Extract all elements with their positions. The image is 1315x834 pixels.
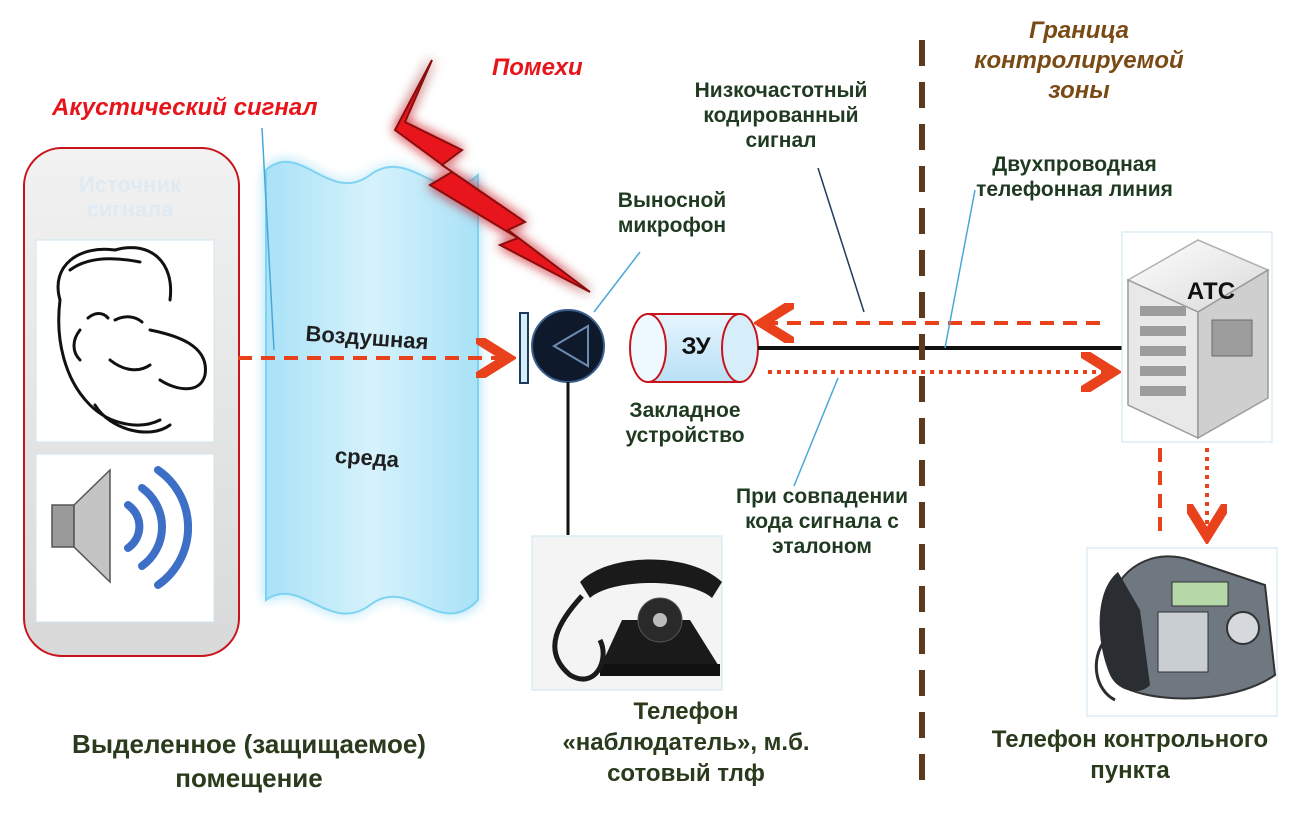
server-icon (1121, 231, 1273, 443)
microphone-icon (519, 309, 605, 384)
code-match-leader-line (793, 377, 839, 487)
signal-source-box (23, 147, 240, 657)
code-match-label: При совпадении кода сигнала с эталоном (736, 485, 908, 559)
ats-label: АТС (1186, 278, 1236, 305)
desk-phone-icon (1086, 547, 1278, 717)
lf-signal-leader-line (817, 167, 865, 313)
two-wire-line-label: Двухпроводная телефонная линия (976, 153, 1173, 202)
remote-mic-label: Выносной микрофон (617, 189, 727, 238)
line-leader-line (944, 189, 976, 349)
interference-label: Помехи (492, 54, 583, 81)
bug-device-label: Закладное устройство (625, 399, 745, 448)
zu-label: ЗУ (681, 333, 711, 360)
lf-signal-label: Низкочастотный кодированный сигнал (694, 79, 868, 153)
protected-room-label: Выделенное (защищаемое) помещение (72, 729, 426, 793)
acoustic-leader-line (261, 127, 275, 351)
control-phone-label: Телефон контрольного пункта (991, 726, 1269, 785)
speaker-icon (51, 466, 193, 589)
cartoon-face-icon (56, 246, 207, 434)
air-medium-shape (265, 161, 479, 615)
bug-device-cylinder (629, 313, 759, 383)
boundary-label: Граница контролируемой зоны (974, 17, 1184, 104)
lightning-icon (393, 59, 591, 293)
mic-leader-line (593, 251, 641, 313)
signal-source-label: Источник сигнала (78, 172, 182, 223)
observer-phone-label: Телефон «наблюдатель», м.б. сотовый тлф (562, 698, 810, 788)
rotary-phone-icon (531, 535, 723, 691)
acoustic-signal-label: Акустический сигнал (52, 94, 318, 121)
